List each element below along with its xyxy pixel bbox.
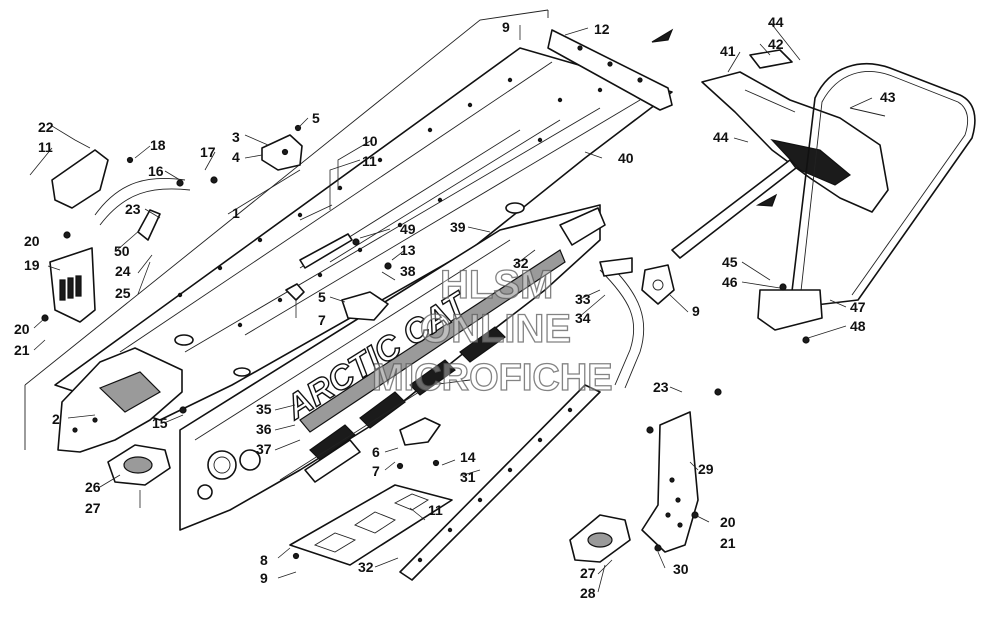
callout-40: 40: [618, 150, 634, 166]
callout-48: 48: [850, 318, 866, 334]
callout-17: 17: [200, 144, 216, 160]
tunnel-panel: [54, 47, 673, 421]
callout-32b: 32: [358, 559, 374, 575]
callout-10: 10: [362, 133, 378, 149]
callout-29: 29: [698, 461, 714, 477]
callout-23a: 23: [125, 201, 141, 217]
callout-50: 50: [114, 243, 130, 259]
callout-5a: 5: [312, 110, 320, 126]
arrow-indicator-mid: [755, 193, 778, 207]
watermark-line-2: ONLINE: [420, 307, 571, 351]
callout-21b: 21: [720, 535, 736, 551]
callout-42: 42: [768, 36, 784, 52]
callout-9a: 9: [260, 570, 268, 586]
callout-43: 43: [880, 89, 896, 105]
callout-20b: 20: [14, 321, 30, 337]
callout-45: 45: [722, 254, 738, 270]
callout-44b: 44: [713, 129, 729, 145]
callout-21a: 21: [14, 342, 30, 358]
tunnel-side-panel: [179, 204, 601, 531]
callout-20c: 20: [720, 514, 736, 530]
callout-49: 49: [400, 221, 416, 237]
callout-12: 12: [594, 21, 610, 37]
front-shroud: [701, 49, 889, 213]
callout-9b: 9: [502, 19, 510, 35]
callout-39: 39: [450, 219, 466, 235]
callout-26: 26: [85, 479, 101, 495]
slide-rail-strip: [399, 384, 601, 581]
callout-34: 34: [575, 310, 591, 326]
callout-24: 24: [115, 263, 131, 279]
callout-23b: 23: [653, 379, 669, 395]
callout-7b: 7: [372, 463, 380, 479]
front-strut: [559, 207, 645, 389]
callout-27b: 27: [580, 565, 596, 581]
callout-4: 4: [232, 149, 240, 165]
cross-rod-right: [671, 159, 797, 259]
callout-15: 15: [152, 415, 168, 431]
callout-37: 37: [256, 441, 272, 457]
callout-41: 41: [720, 43, 736, 59]
callout-14: 14: [460, 449, 476, 465]
callout-18: 18: [150, 137, 166, 153]
callout-13: 13: [400, 242, 416, 258]
arrow-indicator-top: [651, 28, 674, 43]
bracket-3-4: [261, 134, 303, 171]
pointer-43: [849, 107, 886, 117]
callout-30: 30: [673, 561, 689, 577]
callout-46: 46: [722, 274, 738, 290]
bracket-6: [399, 417, 441, 446]
callout-31: 31: [460, 469, 476, 485]
assembly-outline: [24, 9, 549, 450]
callout-8: 8: [260, 552, 268, 568]
callout-2: 2: [52, 411, 60, 427]
direction-arrows: [651, 28, 886, 207]
cross-rod-tunnel: [299, 204, 353, 269]
callout-3: 3: [232, 129, 240, 145]
callout-6: 6: [372, 444, 380, 460]
step-plate-right: [569, 514, 631, 563]
callout-20a: 20: [24, 233, 40, 249]
mount-5-upper: [285, 283, 305, 301]
callout-35: 35: [256, 401, 272, 417]
mount-5-lower: [341, 291, 389, 321]
tow-handle-loop: [757, 63, 976, 331]
callout-11b: 11: [38, 139, 53, 155]
callout-36: 36: [256, 421, 272, 437]
callout-47: 47: [850, 299, 866, 315]
watermark-line-1: HLSM: [440, 263, 553, 307]
callout-22: 22: [38, 119, 54, 135]
watermark: HLSM ONLINE MICROFICHE: [371, 262, 613, 399]
leader-lines: [29, 21, 873, 593]
watermark-line-3: MICROFICHE: [372, 357, 613, 399]
rear-bumper-mount: [57, 347, 183, 453]
callout-27a: 27: [85, 500, 101, 516]
callout-16: 16: [148, 163, 164, 179]
callout-7a: 7: [318, 312, 326, 328]
callout-5b: 5: [318, 289, 326, 305]
callout-44a: 44: [768, 14, 784, 30]
callout-1: 1: [232, 205, 240, 221]
callout-33: 33: [575, 291, 591, 307]
snow-flap-right: [641, 411, 699, 553]
callout-28: 28: [580, 585, 596, 601]
callout-19: 19: [24, 257, 40, 273]
callout-9c: 9: [692, 303, 700, 319]
callout-11a: 11: [362, 153, 377, 169]
step-plate-left: [107, 444, 171, 486]
callout-38: 38: [400, 263, 416, 279]
right-bracket-9: [641, 264, 675, 305]
front-bracket-rail: [547, 29, 673, 111]
rear-mud-flap: [49, 247, 96, 323]
callout-32a: 32: [513, 255, 529, 271]
callout-25: 25: [115, 285, 131, 301]
running-board: [289, 484, 453, 566]
callout-11c: 11: [428, 502, 443, 518]
rear-grab-handle: [51, 149, 191, 241]
callout-labels: 1 2 3 4 5 5 6 7 7 8 9 9 9 10 11 11 11 12…: [14, 14, 896, 601]
